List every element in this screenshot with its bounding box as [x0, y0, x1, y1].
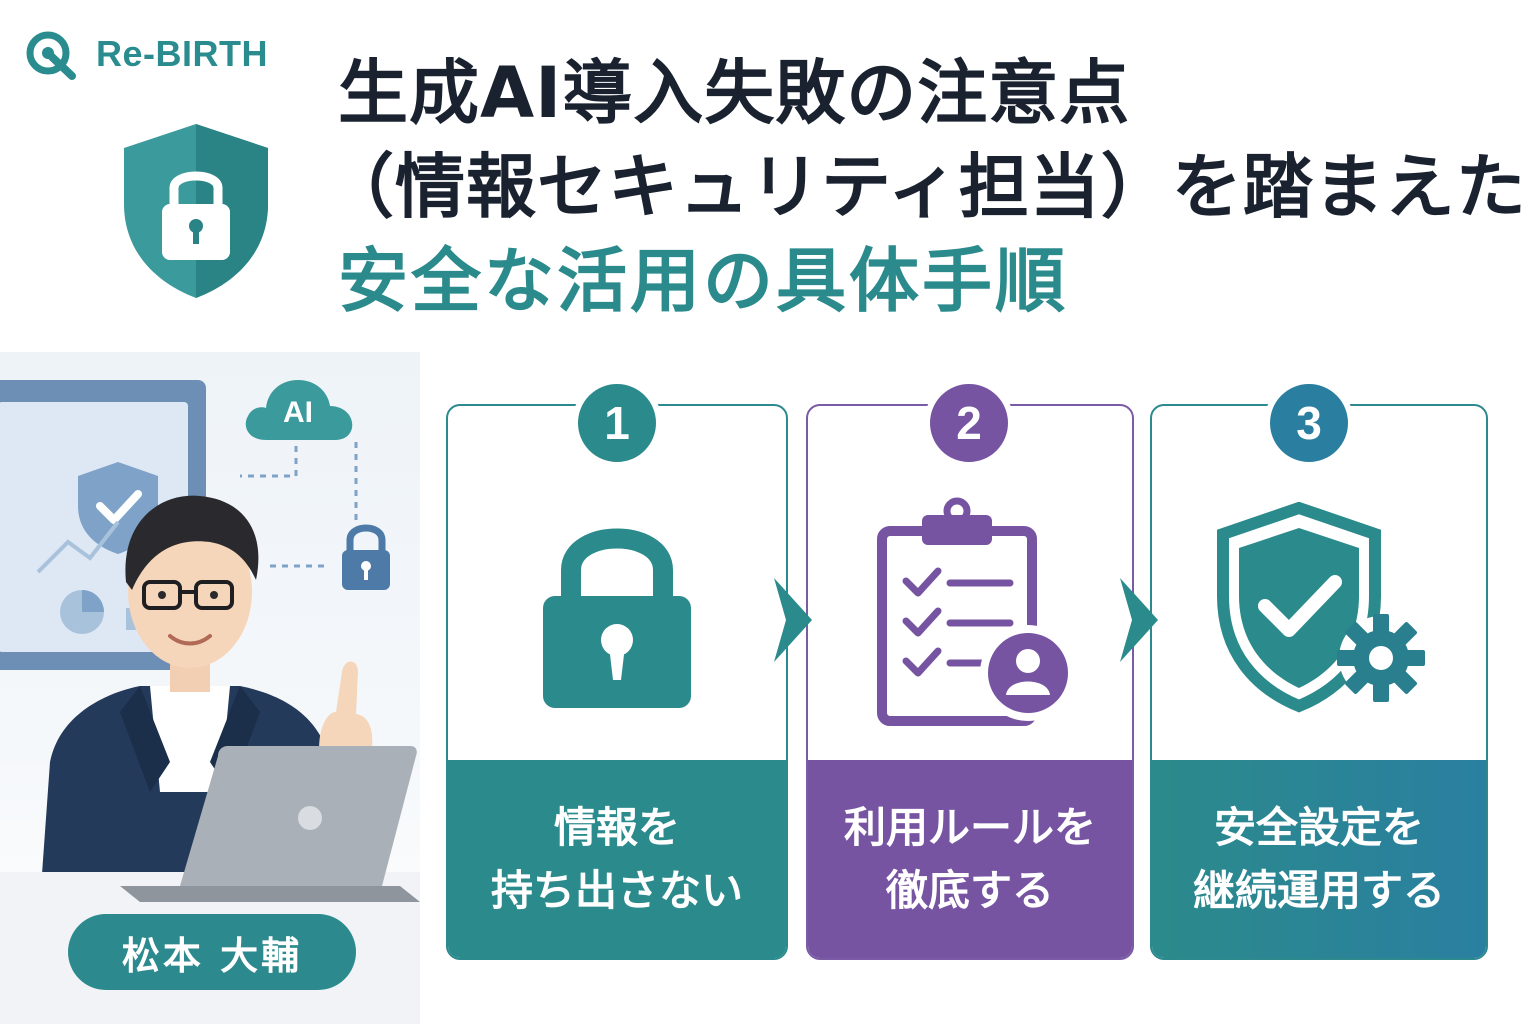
- step-1-line-2: 持ち出さない: [490, 866, 743, 915]
- shield-lock-icon: [124, 124, 268, 298]
- logo-mark-icon: [26, 31, 76, 80]
- step-3-number-badge: 3: [1264, 378, 1354, 468]
- step-3-icon-wrap: [1152, 492, 1486, 732]
- small-lock-icon: [342, 524, 390, 590]
- step-1-label: 情報を 持ち出さない: [448, 760, 786, 958]
- shield-gear-icon: [1217, 502, 1425, 713]
- cloud-label: AI: [283, 396, 313, 429]
- brand-logo[interactable]: Re-BIRTH: [22, 26, 268, 82]
- title-line-1: 生成AI導入失敗の注意点: [338, 52, 1131, 134]
- step-card-2: 利用ルールを 徹底する: [806, 404, 1134, 960]
- presenter-illustration: AI: [0, 352, 420, 1024]
- chevron-right-icon: [1120, 578, 1158, 662]
- step-1-number-badge: 1: [572, 378, 662, 468]
- logo-text: Re-BIRTH: [96, 33, 268, 74]
- step-3-line-1: 安全設定を: [1213, 803, 1424, 852]
- laptop-illustration: [120, 746, 420, 902]
- ai-cloud-icon: [245, 380, 353, 440]
- title-line-2: （情報セキュリティ担当）を踏まえた: [324, 146, 1527, 228]
- step-3-line-2: 継続運用する: [1192, 866, 1445, 915]
- step-card-3: 安全設定を 継続運用する: [1150, 404, 1488, 960]
- chevron-right-icon: [774, 578, 812, 662]
- step-2-number-badge: 2: [924, 378, 1014, 468]
- step-1-icon-wrap: [448, 492, 786, 732]
- page-title: 生成AI導入失敗の注意点 （情報セキュリティ担当）を踏まえた 安全な活用の具体手…: [324, 52, 1526, 322]
- clipboard-checklist-icon: [877, 497, 1076, 726]
- step-card-1: 情報を 持ち出さない: [446, 404, 788, 960]
- lock-icon: [543, 528, 691, 708]
- presenter-name: 松本 大輔: [68, 914, 356, 990]
- step-2-icon-wrap: [808, 492, 1132, 732]
- step-2-line-2: 徹底する: [885, 866, 1054, 915]
- title-line-3: 安全な活用の具体手順: [338, 240, 1068, 322]
- step-3-label: 安全設定を 継続運用する: [1152, 760, 1486, 958]
- connector-lines: [240, 442, 358, 568]
- step-1-line-1: 情報を: [553, 803, 680, 852]
- step-2-line-1: 利用ルールを: [843, 803, 1096, 852]
- step-2-label: 利用ルールを 徹底する: [808, 760, 1132, 958]
